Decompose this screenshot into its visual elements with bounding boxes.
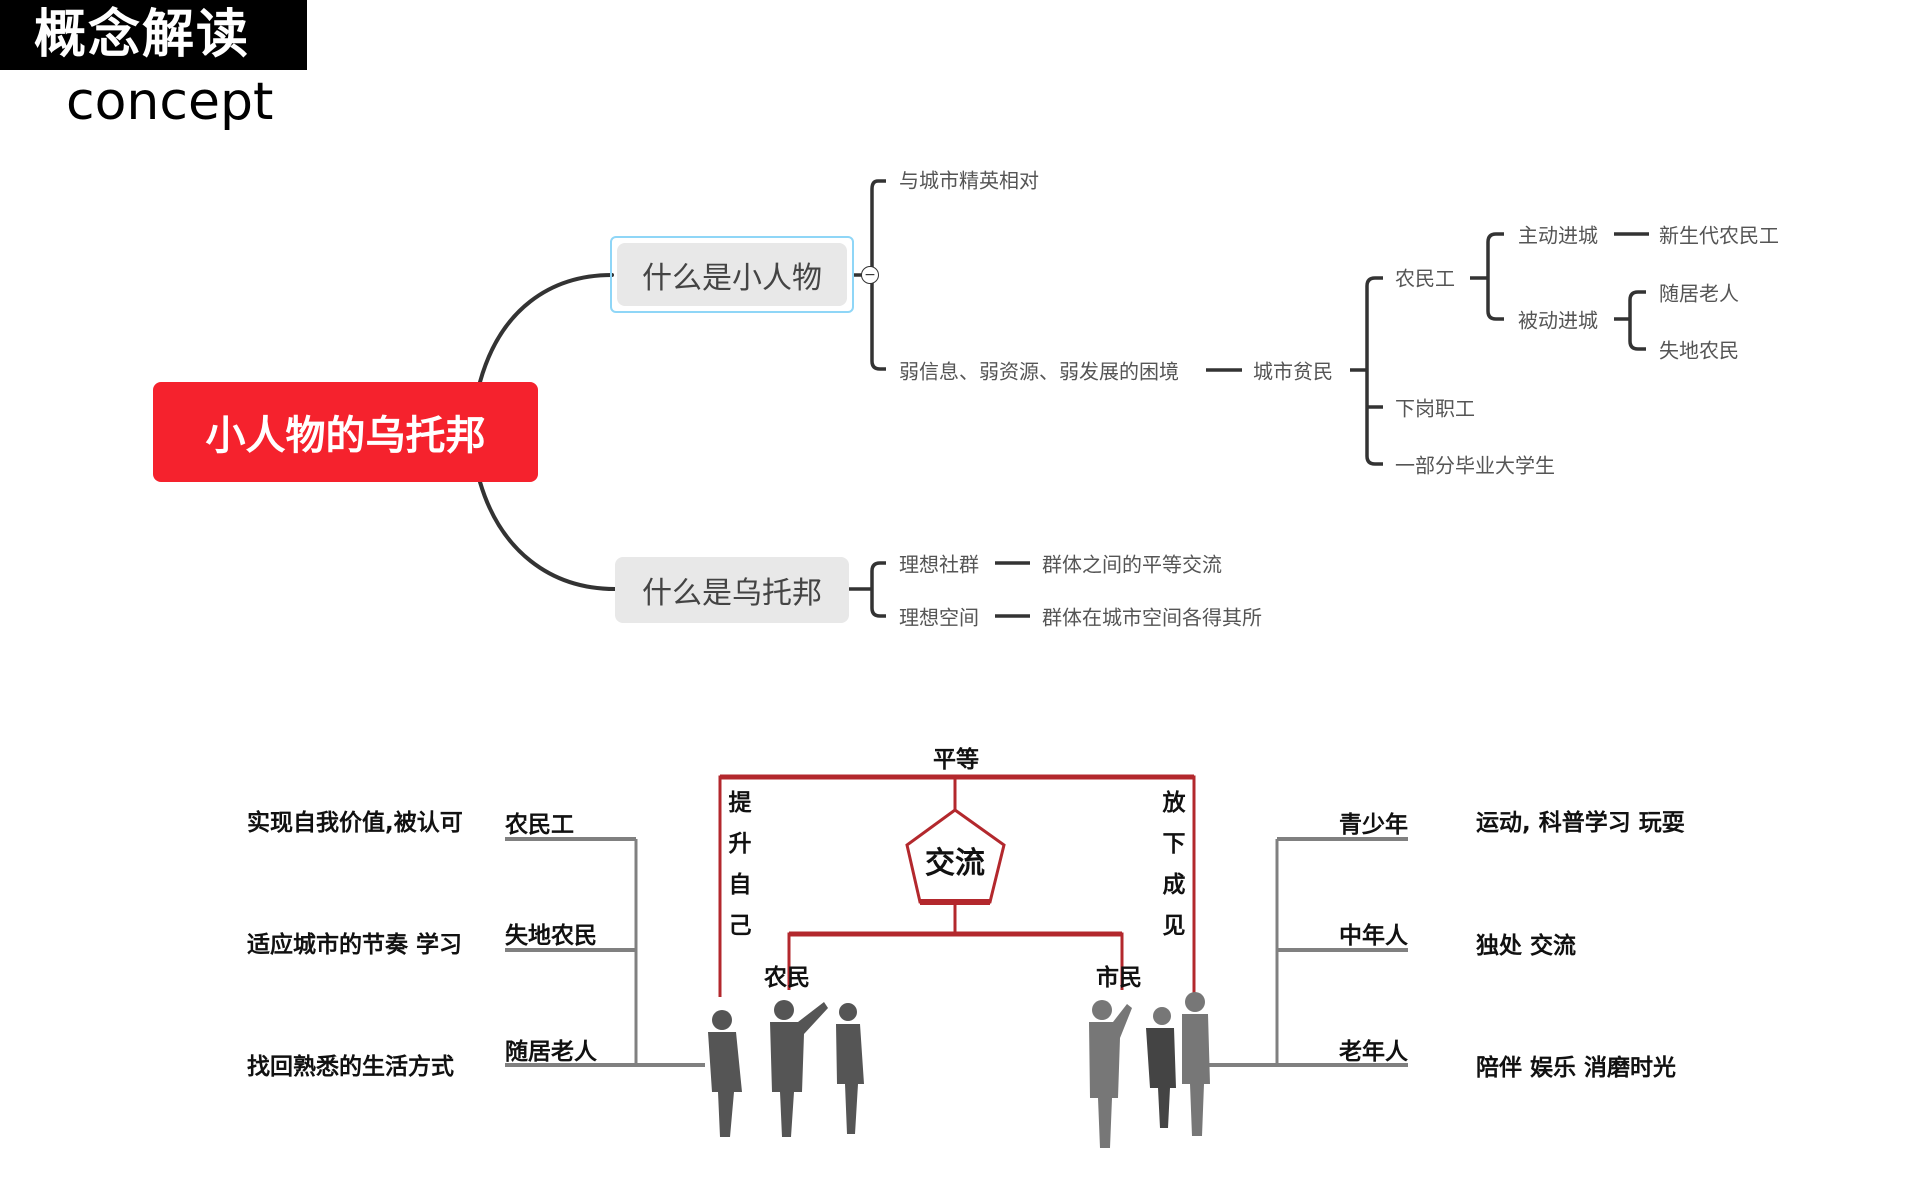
- citizens-figure-group: [1089, 992, 1210, 1148]
- left-row-desc: 实现自我价值,被认可: [247, 810, 463, 836]
- right-row-label: 青少年: [1339, 812, 1408, 838]
- node-accompanying-elderly[interactable]: 随居老人: [1659, 281, 1739, 306]
- node-passive-migration[interactable]: 被动进城: [1518, 308, 1598, 333]
- topic-what-is-utopia[interactable]: 什么是乌托邦: [615, 557, 849, 623]
- node-laid-off-workers[interactable]: 下岗职工: [1395, 396, 1475, 421]
- node-weak-dilemma[interactable]: 弱信息、弱资源、弱发展的困境: [899, 359, 1179, 384]
- node-migrant-workers[interactable]: 农民工: [1395, 266, 1455, 291]
- left-row-label: 失地农民: [505, 923, 597, 949]
- node-equal-exchange[interactable]: 群体之间的平等交流: [1042, 552, 1222, 577]
- node-graduates[interactable]: 一部分毕业大学生: [1395, 453, 1555, 478]
- section-subtitle: concept: [66, 72, 274, 132]
- root-node[interactable]: 小人物的乌托邦: [153, 382, 538, 482]
- node-ideal-space[interactable]: 理想空间: [899, 605, 979, 630]
- bracket-migrant: [1486, 232, 1504, 321]
- drop-prejudice-char: 放: [1162, 790, 1186, 816]
- improve-self-char: 己: [728, 913, 752, 939]
- topic-node-selected[interactable]: 什么是小人物: [610, 236, 854, 313]
- citizens-label: 市民: [1096, 965, 1142, 991]
- section-title: 概念解读: [0, 0, 307, 70]
- node-active-migration[interactable]: 主动进城: [1518, 223, 1598, 248]
- root-to-topic2-connector: [478, 480, 617, 591]
- right-row-desc: 独处 交流: [1476, 933, 1577, 959]
- drop-prejudice-char: 成: [1162, 872, 1186, 898]
- left-row-label: 随居老人: [505, 1039, 597, 1065]
- right-row-desc: 陪伴 娱乐 消磨时光: [1476, 1055, 1677, 1081]
- root-to-topic1-connector: [478, 273, 614, 384]
- improve-self-char: 升: [728, 831, 752, 857]
- drop-prejudice-char: 下: [1162, 831, 1186, 857]
- left-row-label: 农民工: [505, 812, 574, 838]
- left-row-desc: 适应城市的节奏 学习: [247, 932, 463, 958]
- topic-what-is-little-people[interactable]: 什么是小人物: [617, 243, 847, 306]
- right-row-desc: 运动, 科普学习 玩耍: [1476, 810, 1685, 836]
- improve-self-char: 提: [728, 790, 752, 816]
- node-opposite-elite[interactable]: 与城市精英相对: [899, 168, 1039, 193]
- right-row-label: 老年人: [1339, 1039, 1408, 1065]
- node-urban-poor[interactable]: 城市贫民: [1253, 359, 1333, 384]
- equality-label: 平等: [933, 747, 979, 773]
- collapse-icon[interactable]: −: [861, 266, 879, 284]
- node-landless-farmers[interactable]: 失地农民: [1659, 338, 1739, 363]
- improve-self-char: 自: [728, 872, 752, 898]
- node-ideal-community[interactable]: 理想社群: [899, 552, 979, 577]
- node-each-in-place[interactable]: 群体在城市空间各得其所: [1042, 605, 1262, 630]
- farmers-figure-group: [708, 1000, 864, 1137]
- farmers-label: 农民: [764, 965, 810, 991]
- left-row-desc: 找回熟悉的生活方式: [247, 1054, 454, 1080]
- drop-prejudice-char: 见: [1162, 913, 1186, 939]
- right-row-label: 中年人: [1339, 923, 1408, 949]
- bracket-topic2: [870, 561, 886, 618]
- node-new-generation[interactable]: 新生代农民工: [1659, 223, 1779, 248]
- bracket-passive: [1628, 290, 1646, 351]
- exchange-label: 交流: [925, 846, 985, 881]
- bracket-urban-poor: [1365, 276, 1383, 466]
